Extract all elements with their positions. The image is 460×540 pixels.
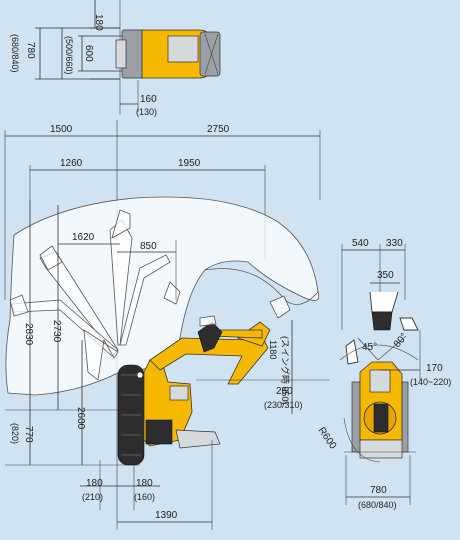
bottom-dimensions: 180 (210) 180 (160) 1390: [80, 440, 213, 530]
swing-dimensions: 1180 (スイング時 950) 260 (230/310): [196, 320, 330, 414]
top-seat: [167, 35, 199, 63]
front-dim-330: 330: [386, 238, 403, 249]
top-dim-680-840: (680/840): [10, 34, 20, 73]
blade-top: [115, 39, 127, 69]
dim-180-right: 180: [136, 478, 153, 489]
dim-850: 850: [140, 241, 157, 252]
top-dim-780: 780: [25, 42, 36, 59]
dim-1180: 1180: [268, 340, 278, 359]
top-dim-500-660: (500/660): [64, 36, 74, 75]
front-boom: [369, 369, 391, 393]
front-cab: [373, 403, 389, 433]
top-dim-160: 160: [140, 94, 157, 105]
dim-2750: 2750: [207, 124, 230, 135]
top-dim-180: 180: [93, 14, 104, 31]
side-counterweight: [145, 419, 173, 445]
side-boom: [149, 335, 269, 385]
angle-45: 45°: [362, 342, 377, 353]
ghost-boom-positions: [9, 209, 291, 381]
top-right-track: [199, 31, 221, 77]
dim-260: 260: [276, 386, 293, 397]
dim-1950: 1950: [178, 158, 201, 169]
front-blade: [359, 439, 403, 459]
front-dim-680-840: (680/840): [358, 500, 397, 510]
top-dim-130: (130): [136, 107, 157, 117]
working-range-envelope: [5, 196, 320, 396]
front-bucket: [371, 311, 393, 331]
dim-1500: 1500: [50, 124, 73, 135]
angle-80: 80°: [392, 331, 410, 350]
front-dim-350: 350: [377, 270, 394, 281]
excavator-side: [117, 315, 271, 466]
dim-230-310: (230/310): [264, 400, 303, 410]
side-blade: [175, 429, 221, 449]
side-view-inner-dimensions: 1620 850 2830 2730 2600 770 (820): [5, 200, 177, 466]
top-view: 180 780 (680/840) 600 (500/660) 160 (130…: [10, 0, 221, 117]
radius-r600: R600: [316, 425, 339, 451]
front-dim-540: 540: [352, 238, 369, 249]
top-dim-600: 600: [83, 45, 94, 62]
dim-2730: 2730: [51, 320, 62, 343]
dim-1260: 1260: [60, 158, 83, 169]
front-dim-140-220: (140~220): [410, 377, 451, 387]
front-bucket-outline: [369, 291, 399, 313]
dim-770: 770: [23, 426, 34, 443]
dim-180-left: 180: [86, 478, 103, 489]
dim-820: (820): [10, 423, 20, 444]
dim-2830: 2830: [23, 323, 34, 346]
swing-label: (スイング時 950): [280, 336, 291, 405]
dim-1390: 1390: [155, 510, 178, 521]
dim-2600: 2600: [75, 407, 86, 430]
front-dim-780: 780: [370, 485, 387, 496]
front-dim-170: 170: [426, 363, 443, 374]
dim-160-bottom: (160): [134, 492, 155, 502]
front-view: 540 330 350 45° 80° R600 170 (140~220): [316, 238, 452, 510]
side-view-dimensions: 1500 2750 1260 1950: [4, 120, 321, 530]
dim-210: (210): [82, 492, 103, 502]
dim-1620: 1620: [72, 232, 95, 243]
